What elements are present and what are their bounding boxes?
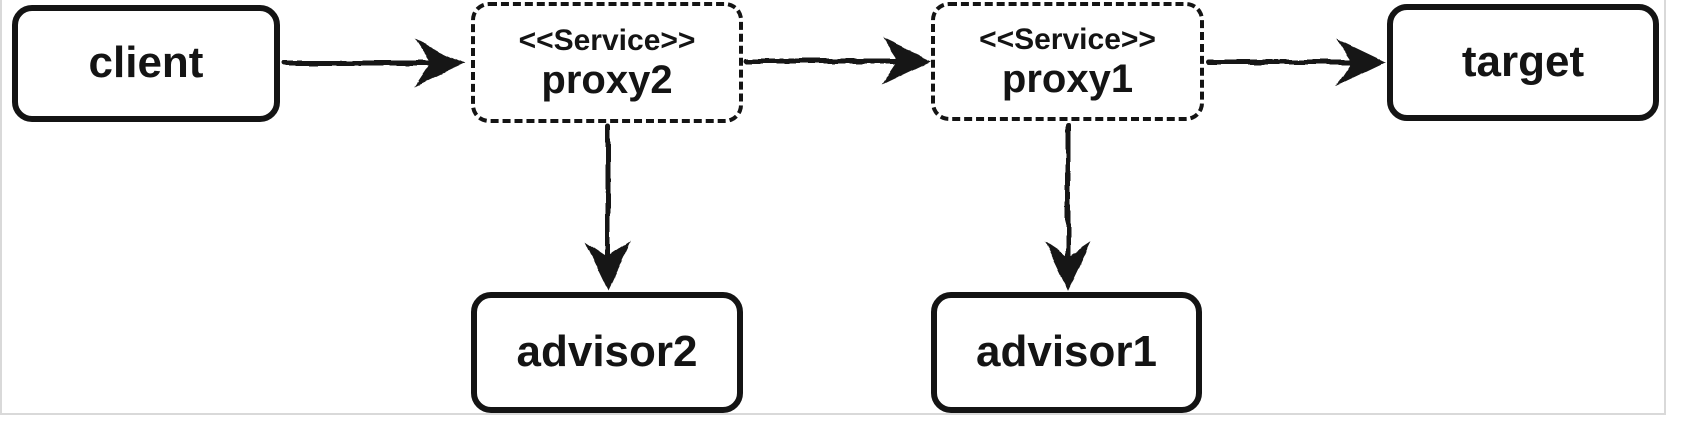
- node-client-label: client: [88, 38, 204, 88]
- node-proxy2: <<Service>> proxy2: [471, 2, 743, 123]
- node-proxy1-label: proxy1: [1001, 56, 1134, 101]
- node-proxy1: <<Service>> proxy1: [931, 2, 1204, 121]
- node-client: client: [12, 5, 280, 122]
- node-advisor2: advisor2: [471, 292, 743, 413]
- node-target-label: target: [1461, 37, 1585, 87]
- node-advisor1: advisor1: [931, 292, 1202, 413]
- node-proxy2-stereotype: <<Service>>: [518, 24, 696, 58]
- node-advisor2-label: advisor2: [516, 327, 698, 377]
- node-proxy1-stereotype: <<Service>>: [979, 23, 1156, 57]
- node-advisor1-label: advisor1: [976, 327, 1157, 377]
- node-target: target: [1387, 4, 1659, 121]
- node-proxy2-label: proxy2: [541, 57, 673, 102]
